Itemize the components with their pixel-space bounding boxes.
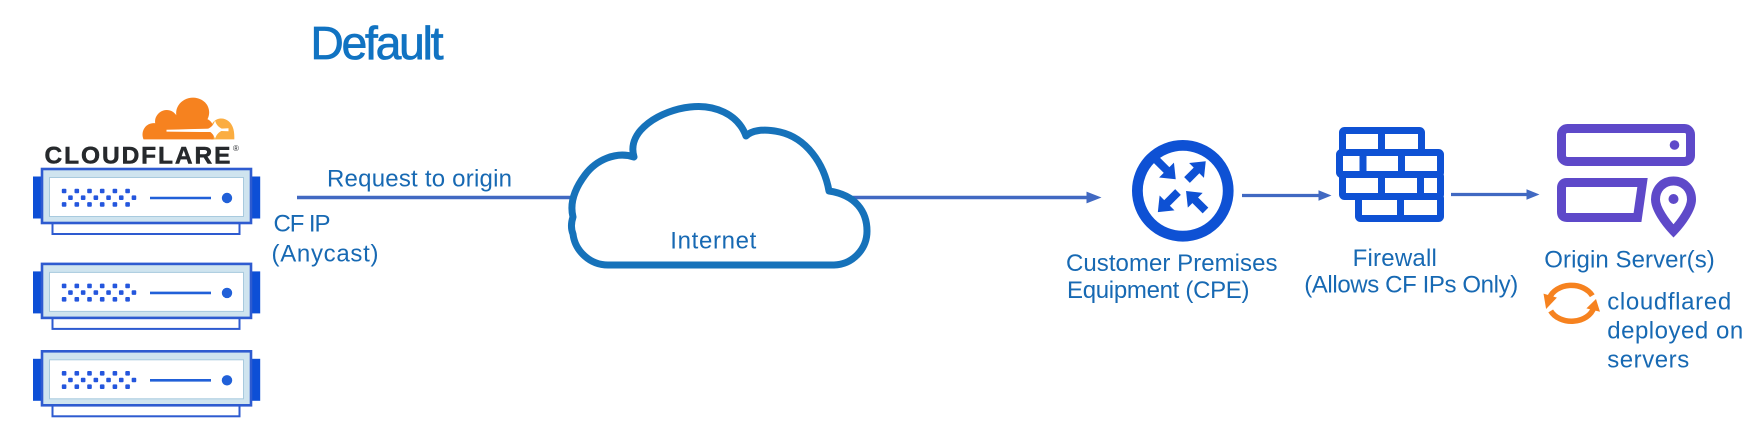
svg-text:CF IP: CF IP [274, 210, 331, 237]
svg-text:CLOUDFLARE: CLOUDFLARE [45, 143, 232, 170]
svg-text:®: ® [233, 144, 239, 153]
svg-text:Equipment (CPE): Equipment (CPE) [1067, 277, 1250, 304]
svg-text:Internet: Internet [670, 227, 756, 254]
svg-text:Firewall: Firewall [1353, 245, 1437, 272]
svg-text:deployed on: deployed on [1607, 318, 1743, 345]
svg-text:servers: servers [1607, 347, 1689, 374]
svg-text:Default: Default [311, 17, 444, 69]
svg-text:Origin Server(s): Origin Server(s) [1544, 246, 1715, 273]
svg-text:(Anycast): (Anycast) [272, 240, 379, 267]
svg-text:cloudflared: cloudflared [1607, 289, 1731, 316]
svg-text:Request to origin: Request to origin [327, 165, 512, 192]
svg-text:Customer Premises: Customer Premises [1066, 250, 1278, 277]
svg-text:(Allows CF IPs Only): (Allows CF IPs Only) [1304, 272, 1518, 299]
